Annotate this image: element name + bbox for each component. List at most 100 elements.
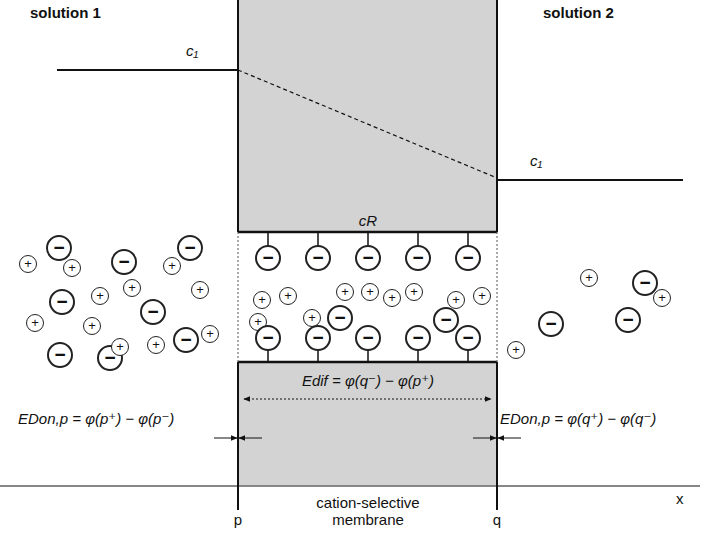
anion-circle: − [46, 235, 72, 261]
diffusion-span [244, 399, 491, 400]
x-axis [0, 485, 700, 486]
anion-circle: − [47, 342, 73, 368]
concentration-profile [238, 70, 497, 178]
position-label: p [234, 511, 242, 528]
ion-charge: − [440, 310, 451, 329]
concentration-label: c₁ [530, 152, 542, 169]
ion-charge: + [31, 316, 39, 329]
cation-circle: + [19, 255, 37, 273]
anion-circle: − [538, 311, 564, 337]
ion-charge: + [258, 293, 266, 306]
ion-charge: + [366, 285, 374, 298]
ion-charge: − [462, 248, 473, 267]
ion-charge: + [512, 343, 520, 356]
anion-circle: − [173, 327, 199, 353]
ion-charge: + [168, 259, 176, 272]
axis-label: x [676, 490, 684, 507]
anion-circle: − [405, 325, 431, 351]
anion-circle: − [49, 289, 75, 315]
ion-charge: − [362, 248, 373, 267]
concentration-line [57, 69, 238, 71]
cation-circle: + [163, 257, 181, 275]
ion-charge: − [412, 248, 423, 267]
cation-circle: + [191, 281, 209, 299]
cation-circle: + [383, 289, 401, 307]
potential-label: Edif = φ(q⁻) − φ(p⁺) [302, 372, 434, 390]
concentration-label: c₁ [186, 42, 198, 59]
ion-charge: − [262, 328, 273, 347]
cation-circle: + [91, 287, 109, 305]
concentration-label: cR [359, 212, 377, 229]
cation-circle: + [361, 283, 379, 301]
cation-circle: + [26, 314, 44, 332]
cation-circle: + [279, 287, 297, 305]
ion-charge: − [362, 328, 373, 347]
cation-circle: + [336, 283, 354, 301]
membrane-lower [238, 362, 497, 485]
cation-circle: + [63, 259, 81, 277]
anion-circle: − [355, 245, 381, 271]
cation-circle: + [580, 269, 598, 287]
potential-label: EDon,p = φ(q⁺) − φ(q⁻) [500, 410, 656, 428]
ion-charge: + [284, 289, 292, 302]
potential-label: EDon,p = φ(p⁺) − φ(p⁻) [18, 410, 174, 428]
ion-charge: − [262, 248, 273, 267]
ion-charge: + [410, 285, 418, 298]
anion-circle: − [111, 249, 137, 275]
cation-circle: + [111, 338, 129, 356]
ion-charge: + [452, 293, 460, 306]
cation-circle: + [201, 325, 219, 343]
cation-circle: + [147, 336, 165, 354]
membrane-upper [238, 0, 497, 232]
ion-charge: + [196, 283, 204, 296]
ion-charge: + [88, 319, 96, 332]
cation-circle: + [653, 289, 671, 307]
ion-charge: + [388, 291, 396, 304]
ion-charge: + [116, 340, 124, 353]
ion-charge: − [545, 314, 556, 333]
position-label: q [493, 511, 501, 528]
fixed-charge-stems [268, 232, 468, 362]
ion-charge: − [334, 308, 345, 327]
anion-circle: − [305, 245, 331, 271]
membrane-label: cation-selective membrane [303, 494, 433, 529]
ion-charge: − [622, 310, 633, 329]
anion-circle: − [327, 305, 353, 331]
anion-circle: − [615, 307, 641, 333]
ion-charge: + [68, 261, 76, 274]
ion-charge: + [206, 327, 214, 340]
cation-circle: + [507, 341, 525, 359]
anion-circle: − [405, 245, 431, 271]
ion-charge: − [56, 292, 67, 311]
ion-charge: − [118, 252, 129, 271]
anion-circle: − [455, 325, 481, 351]
concentration-line [497, 179, 683, 181]
ion-charge: + [152, 338, 160, 351]
ion-charge: − [412, 328, 423, 347]
ion-charge: − [462, 328, 473, 347]
ion-charge: − [180, 330, 191, 349]
anion-circle: − [177, 235, 203, 261]
anion-circle: − [355, 325, 381, 351]
ion-charge: − [54, 345, 65, 364]
ion-charge: − [147, 302, 158, 321]
anion-circle: − [632, 270, 658, 296]
ion-charge: + [96, 289, 104, 302]
anion-circle: − [455, 245, 481, 271]
anion-circle: − [255, 325, 281, 351]
ion-charge: + [478, 289, 486, 302]
cation-circle: + [473, 287, 491, 305]
ion-charge: + [128, 281, 136, 294]
region-title: solution 1 [30, 4, 101, 21]
region-title: solution 2 [543, 4, 614, 21]
cation-circle: + [83, 317, 101, 335]
ion-charge: − [312, 248, 323, 267]
ion-charge: + [658, 291, 666, 304]
anion-circle: − [305, 325, 331, 351]
ion-charge: − [53, 238, 64, 257]
ion-charge: + [341, 285, 349, 298]
cation-circle: + [405, 283, 423, 301]
cation-circle: + [123, 279, 141, 297]
ion-charge: + [308, 311, 316, 324]
anion-circle: − [433, 307, 459, 333]
